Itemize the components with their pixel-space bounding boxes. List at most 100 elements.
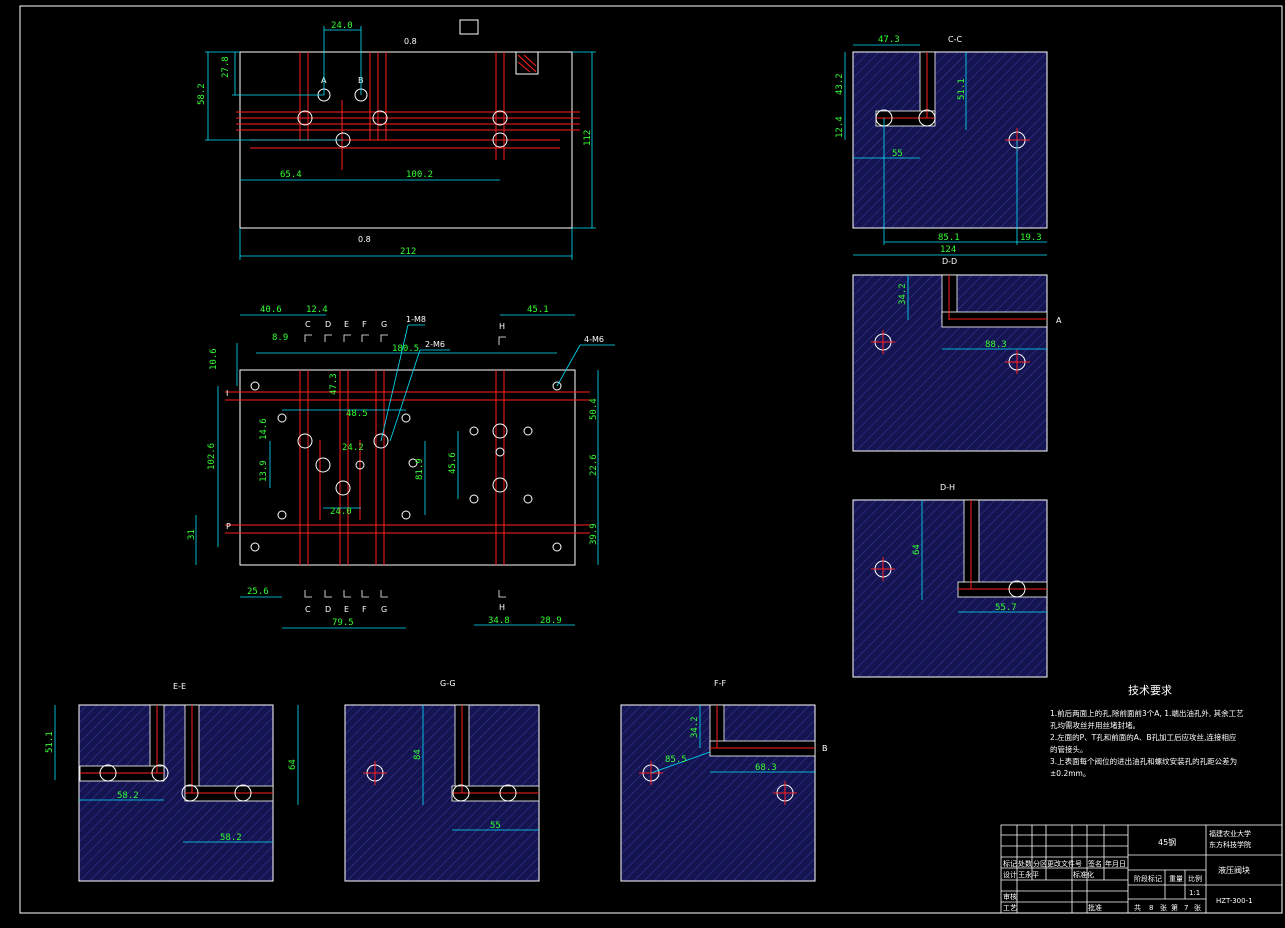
plan-callout-1: 1-M8 [406, 315, 426, 324]
bl1-dim-64: 64 [288, 759, 298, 770]
section-bottom-2-title: G-G [440, 679, 456, 688]
svg-text:F: F [362, 320, 367, 329]
plan-dim-39-9: 39.9 [589, 523, 599, 545]
tb-stage-2: 重量 [1169, 875, 1183, 883]
front-dim-24: 24.0 [331, 21, 353, 31]
tb-review-label: 审核 [1003, 892, 1017, 901]
plan-dim-50-4: 50.4 [589, 398, 599, 420]
front-dim-58-2: 58.2 [197, 83, 207, 105]
cc-dim-51-1: 51.1 [957, 78, 967, 100]
tb-header-3: 分区 [1033, 859, 1047, 868]
plan-dim-81-9: 81.9 [415, 458, 425, 480]
tb-header-4: 更改文件号 [1047, 859, 1082, 868]
dd-dim-34-2: 34.2 [898, 283, 908, 305]
cc-dim-47-3: 47.3 [878, 35, 900, 45]
plan-dim-25-6: 25.6 [247, 587, 269, 597]
front-dim-27-8: 27.8 [221, 56, 231, 78]
plan-dim-24-0: 24.0 [330, 507, 352, 517]
drawing-border [19, 5, 1283, 914]
tb-header-2: 处数 [1018, 859, 1032, 868]
bl2-dim-84: 84 [413, 749, 423, 760]
section-bottom-1-title: E-E [173, 682, 186, 691]
plan-dim-45-6: 45.6 [448, 452, 458, 474]
title-block: 标记 处数 分区 更改文件号 签名 年月日 设计 王永平 标准化 审核 工艺 批… [1000, 824, 1283, 914]
front-roughness-top: 0.8 [404, 37, 417, 46]
tb-sheet-1: 共 [1134, 903, 1141, 912]
cc-dim-12-4: 12.4 [835, 116, 845, 138]
plan-side-letter-p: P [226, 522, 231, 531]
tb-approve-label: 批准 [1088, 903, 1102, 912]
section-bottom-2: G-G 84 55 [344, 679, 540, 882]
bl1-dim-51-1: 51.1 [45, 731, 55, 753]
front-dim-65-4: 65.4 [280, 170, 302, 180]
dd-dim-88-3: 88.3 [985, 340, 1007, 350]
plan-dim-22-6: 22.6 [589, 454, 599, 476]
technical-notes: 技术要求 1.前后两面上的孔,除前面前3个A, 1.端出油孔外, 其余工艺 孔均… [1050, 684, 1244, 778]
svg-text:C: C [305, 320, 311, 329]
tb-standard-label: 标准化 [1073, 870, 1094, 879]
front-view: A B 24.0 27.8 58.2 65.4 100.2 112 212 0.… [197, 19, 596, 260]
cc-dim-124: 124 [940, 245, 956, 255]
svg-text:F: F [362, 605, 367, 614]
svg-text:C: C [305, 605, 311, 614]
section-hh: D-H 64 55.7 [852, 483, 1048, 678]
svg-text:E: E [344, 605, 349, 614]
tb-part-name: 液压阀块 [1218, 865, 1250, 875]
notes-line-3: 2.左面的P、T孔和前面的A、B孔加工后应攻丝,连接相应 [1050, 732, 1237, 742]
hh-dim-55-7: 55.7 [995, 603, 1017, 613]
tb-header-5: 签名 [1088, 859, 1102, 868]
tb-stage-1: 阶段标记 [1134, 874, 1162, 883]
svg-text:G: G [381, 605, 387, 614]
plan-dim-34-8: 34.8 [488, 616, 510, 626]
tb-sheet-5: 7 [1184, 904, 1188, 912]
tb-designer-name: 王永平 [1018, 870, 1039, 879]
tb-drawing-no: HZT-300-1 [1216, 897, 1253, 905]
tb-sheet-2: 8 [1149, 904, 1153, 912]
plan-dim-14-6: 14.6 [259, 418, 269, 440]
tb-header-1: 标记 [1003, 859, 1017, 868]
plan-callout-2: 2-M6 [425, 340, 445, 349]
section-dd-title: D-D [942, 257, 957, 266]
svg-text:H: H [499, 603, 505, 612]
notes-line-2: 孔均需攻丝并用丝堵封堵。 [1050, 720, 1140, 730]
plan-holes [250, 381, 562, 552]
plan-dim-102-6: 102.6 [207, 443, 217, 470]
notes-title: 技术要求 [1128, 684, 1172, 697]
section-hh-title: D-H [940, 483, 955, 492]
tb-scale: 1:1 [1189, 889, 1200, 897]
plan-side-letter-t: I [226, 389, 228, 398]
tb-sheet-6: 张 [1194, 903, 1201, 912]
plan-dim-10-6: 10.6 [209, 348, 219, 370]
front-dim-100-2: 100.2 [406, 170, 433, 180]
svg-text:E: E [344, 320, 349, 329]
bl3-side-label: B [822, 744, 828, 753]
front-roughness-bottom: 0.8 [358, 235, 371, 244]
plan-callout-3: 4-M6 [584, 335, 604, 344]
bl3-dim-85-5: 85.5 [665, 755, 687, 765]
tb-process-label: 工艺 [1003, 904, 1017, 912]
plan-dim-45-1: 45.1 [527, 305, 549, 315]
plan-dim-40-6: 40.6 [260, 305, 282, 315]
svg-text:D: D [325, 320, 331, 329]
tb-designer-label: 设计 [1003, 870, 1017, 879]
front-dim-112: 112 [583, 130, 593, 146]
bl2-dim-55: 55 [490, 821, 501, 831]
bl1-dim-58-2b: 58.2 [220, 833, 242, 843]
cc-dim-55: 55 [892, 149, 903, 159]
bl3-dim-68-3: 68.3 [755, 763, 777, 773]
tb-school: 福建农业大学 [1209, 829, 1251, 838]
notes-line-1: 1.前后两面上的孔,除前面前3个A, 1.端出油孔外, 其余工艺 [1050, 708, 1244, 718]
plan-section-letters-bottom: C D E F G H [305, 603, 505, 614]
notes-line-4: 的管接头。 [1050, 744, 1088, 754]
section-cc-top-title: C-C [948, 35, 962, 44]
section-bottom-3-title: F-F [714, 679, 726, 688]
bl1-dim-58-2a: 58.2 [117, 791, 139, 801]
cc-dim-85-1: 85.1 [938, 233, 960, 243]
plan-dim-28-9: 28.9 [540, 616, 562, 626]
cc-dim-19-3: 19.3 [1020, 233, 1042, 243]
dd-side-label: A [1056, 316, 1062, 325]
svg-text:G: G [381, 320, 387, 329]
plan-dim-79-5: 79.5 [332, 618, 354, 628]
plan-dim-8-9: 8.9 [272, 333, 288, 343]
